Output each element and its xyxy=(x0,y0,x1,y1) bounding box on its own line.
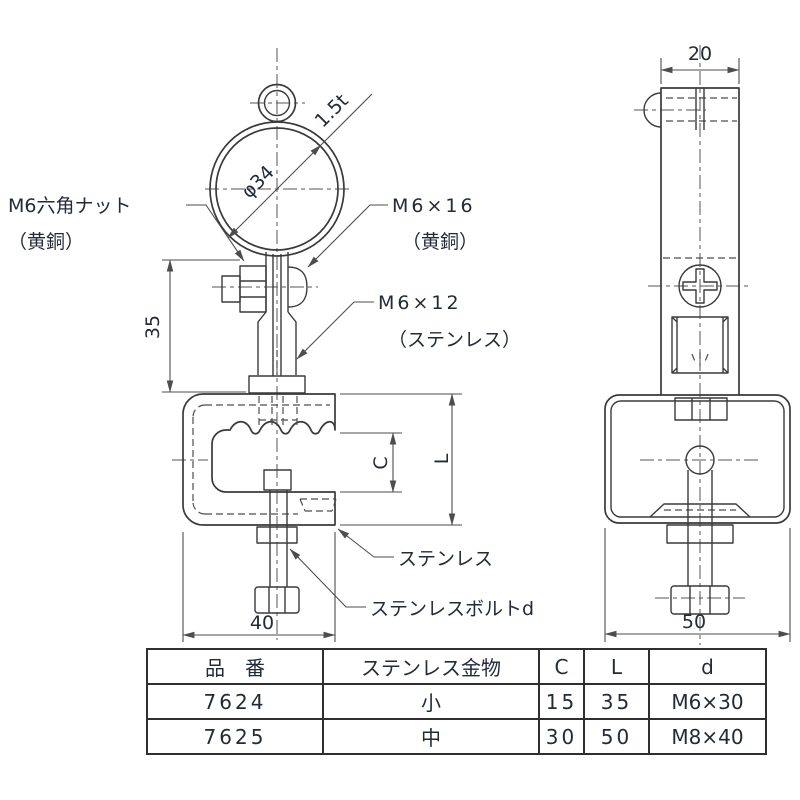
eye-loop-inner xyxy=(263,89,291,117)
dim-40-label: 40 xyxy=(250,612,274,634)
dim-35-label: 35 xyxy=(142,315,164,339)
spec-table-row-7624: 7624 小 15 35 M6×30 xyxy=(146,683,767,720)
header-L: L xyxy=(583,648,650,685)
clamp-screw-pad xyxy=(263,469,292,491)
side-screw-hex-head xyxy=(670,585,730,615)
front-centerlines xyxy=(172,48,352,640)
side-view: 20 50 xyxy=(604,43,791,645)
leader-stainless-bolt xyxy=(289,548,366,608)
dim-phi34-ext xyxy=(320,93,373,146)
side-clamp-notch xyxy=(649,503,751,518)
side-centerlines xyxy=(634,45,760,645)
side-screw-hex-facets xyxy=(689,586,711,614)
clamp-screw-hex-facets xyxy=(268,587,286,613)
bar-hidden-lines xyxy=(663,97,737,259)
dim-L-label: L xyxy=(431,453,453,464)
dim-phi34-label: φ34 xyxy=(237,161,279,203)
side-clamp-inner xyxy=(610,400,785,518)
label-stainless: ステンレス xyxy=(398,548,493,570)
label-m6x16: M6×16 xyxy=(392,195,476,217)
cell-C-15: 15 xyxy=(538,683,585,720)
clamp-body xyxy=(182,393,336,526)
bar-outline xyxy=(660,87,740,396)
clamp-screw-boss xyxy=(256,526,298,544)
cell-C-30: 30 xyxy=(538,718,585,755)
leader-m6-hex-nut xyxy=(186,204,245,262)
side-screw-boss xyxy=(666,524,734,544)
pipe-ring-outer xyxy=(209,121,345,257)
cell-d-m6x30: M6×30 xyxy=(648,683,767,720)
clamp-hidden-lines xyxy=(192,396,337,515)
cell-part-7624: 7624 xyxy=(146,683,324,720)
dim-35-ext xyxy=(162,259,246,393)
cell-L-50: 50 xyxy=(583,718,650,755)
dim-phi34-line xyxy=(227,144,322,239)
clamp-screw-shaft xyxy=(269,490,288,587)
spec-table-row-7625: 7625 中 30 50 M8×40 xyxy=(146,718,767,755)
side-ball-end xyxy=(685,445,715,475)
header-d: d xyxy=(648,648,767,685)
cell-d-m8x40: M8×40 xyxy=(648,718,767,755)
hex-nut-facets xyxy=(240,280,266,298)
leader-stainless xyxy=(337,528,394,558)
pipe-ring-inner xyxy=(215,127,339,251)
bar-square-hole-depth xyxy=(671,316,729,374)
hex-nut-chamfer xyxy=(221,275,241,303)
stem-foot xyxy=(248,375,306,394)
leader-m6x16 xyxy=(307,204,388,268)
front-view: φ34 1.5t 35 40 C L M6六角ナット （黄銅） M6×16 （黄… xyxy=(8,48,534,642)
dim-20-label: 20 xyxy=(688,43,712,65)
clamp-screw-hex-head xyxy=(254,586,300,614)
spec-table-header-row: 品 番 ステンレス金物 C L d xyxy=(146,648,767,685)
dim-50-label: 50 xyxy=(682,611,706,633)
phillips-cross-icon xyxy=(682,268,718,304)
header-stainless-hardware: ステンレス金物 xyxy=(322,648,540,685)
header-part-number: 品 番 xyxy=(146,648,324,685)
leader-m6x12 xyxy=(296,301,374,360)
dim-1-5t-label: 1.5t xyxy=(311,90,353,132)
bar-rolled-cap xyxy=(643,92,662,128)
label-m6x12: M6×12 xyxy=(378,292,462,314)
cell-size-medium: 中 xyxy=(322,718,540,755)
phillips-screw-head xyxy=(678,264,722,308)
header-C: C xyxy=(538,648,585,685)
side-nut-facets xyxy=(691,398,711,420)
label-stainless-paren: （ステンレス） xyxy=(388,329,521,351)
side-clamp-outer xyxy=(604,394,791,524)
side-screw-shaft xyxy=(687,470,713,586)
dim-L-ext xyxy=(340,393,462,526)
spec-table: 品 番 ステンレス金物 C L d 7624 小 15 35 M6×30 762… xyxy=(146,648,767,755)
dim-50-ext xyxy=(604,528,791,642)
dim-C-label: C xyxy=(370,456,392,469)
label-brass-left: （黄銅） xyxy=(8,231,84,253)
bar-square-hole xyxy=(671,316,729,374)
side-nut xyxy=(674,397,728,421)
bar-seam xyxy=(695,88,705,130)
cell-part-7625: 7625 xyxy=(146,718,324,755)
bolt-dome-head xyxy=(287,266,308,308)
hole-hidden-screw-tip xyxy=(691,352,709,366)
dim-40-ext xyxy=(182,532,336,642)
label-m6-hex-nut: M6六角ナット xyxy=(8,195,131,217)
hex-nut xyxy=(239,265,267,313)
cell-size-small: 小 xyxy=(322,683,540,720)
label-brass-right: （黄銅） xyxy=(402,231,478,253)
cell-L-35: 35 xyxy=(583,683,650,720)
label-stainless-bolt-d: ステンレスボルトd xyxy=(370,598,534,620)
